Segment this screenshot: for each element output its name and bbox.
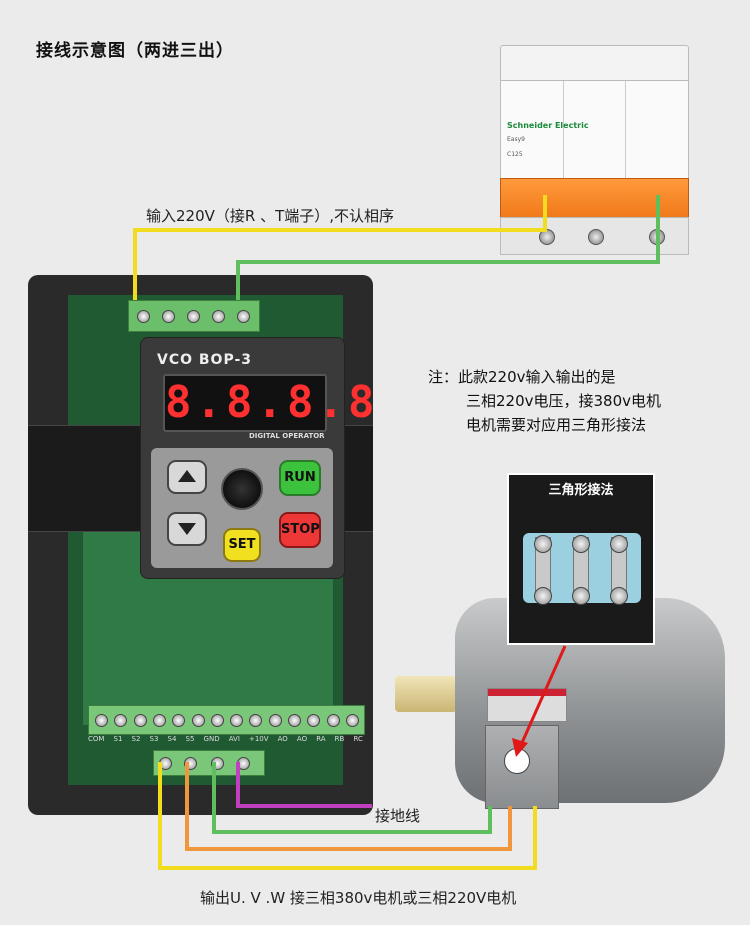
input-wire-yellow [133,195,547,300]
ground-label: 接地线 [375,807,421,825]
terminal-label: RC [353,735,363,743]
inset-post-icon [610,535,628,553]
inset-post-icon [572,535,590,553]
delta-connection-inset: 三角形接法 [507,473,655,645]
terminal-screw-icon [114,714,128,727]
terminal-screw-icon [152,714,166,727]
terminal-screw-icon [172,714,186,727]
terminal-screw-icon [307,714,321,727]
ground-wire-magenta [236,762,372,808]
terminal-label: RA [316,735,326,743]
set-button[interactable]: SET [223,528,261,562]
output-wire-green [212,762,492,834]
terminal-label: S2 [131,735,141,743]
terminal-screw-icon [212,310,225,323]
inset-post-icon [610,587,628,605]
down-button[interactable] [167,512,207,546]
up-button[interactable] [167,460,207,494]
output-wire-orange [185,762,512,851]
terminal-screw-icon [191,714,205,727]
operator-panel: VCO BOP-3 8.8.8.8 DIGITAL OPERATOR RUN S… [140,337,374,579]
input-terminal-block [128,300,260,332]
input-label: 输入220V（接R 、T端子）,不认相序 [146,207,395,225]
keypad: RUN STOP SET [151,448,333,568]
terminal-screw-icon [345,714,359,727]
inset-post-icon [534,587,552,605]
potentiometer-knob[interactable] [221,468,263,510]
terminal-label: COM [88,735,105,743]
terminal-screw-icon [249,714,263,727]
arrow-up-icon [178,470,196,482]
motor-shaft [395,676,457,712]
note: 注：此款220v输入输出的是 三相220v电压，接380v电机 电机需要对应用三… [428,365,661,437]
input-wire-green [236,195,660,300]
inset-post-icon [572,587,590,605]
terminal-screw-icon [137,310,150,323]
terminal-screw-icon [210,714,224,727]
terminal-screw-icon [268,714,282,727]
terminal-label: S3 [149,735,159,743]
diagram-title: 接线示意图（两进三出） [36,41,234,61]
terminal-label: GND [203,735,220,743]
output-terminal-block [153,750,265,776]
inset-post-icon [534,535,552,553]
terminal-label: S5 [185,735,195,743]
stop-button[interactable]: STOP [279,512,321,548]
terminal-label: +10V [248,735,269,743]
output-label: 输出U. V .W 接三相380v电机或三相220V电机 [200,889,517,907]
control-terminal-block [88,705,365,735]
terminal-screw-icon [133,714,147,727]
terminal-screw-icon [288,714,301,727]
terminal-label: S1 [113,735,123,743]
inset-arrow-head [512,738,528,757]
note-line-3: 电机需要对应用三角形接法 [466,416,647,434]
terminal-screw-icon [237,310,250,323]
motor-nameplate [487,688,567,722]
terminal-screw-icon [162,310,175,323]
terminal-screw-icon [230,714,244,727]
run-button[interactable]: RUN [279,460,321,496]
panel-model: VCO BOP-3 [157,352,253,368]
breaker-screw-icon [588,229,604,245]
panel-subtitle: DIGITAL OPERATOR [249,432,325,440]
note-line-1: 注：此款220v输入输出的是 [428,368,616,386]
terminal-label: S4 [167,735,177,743]
breaker-model: Easy9 [507,136,525,143]
breaker-brand: Schneider Electric [507,121,589,130]
control-terminal-labels: COM S1 S2 S3 S4 S5 GND AVI +10V AO AO RA RB RC [88,735,363,749]
inset-title: 三角形接法 [548,483,614,498]
terminal-screw-icon [326,714,340,727]
terminal-screw-icon [95,714,108,727]
note-line-2: 三相220v电压，接380v电机 [466,392,662,410]
output-wire-yellow [158,762,537,870]
terminal-label: AVI [228,735,240,743]
terminal-screw-icon [187,310,200,323]
terminal-label: AO [277,735,288,743]
breaker-rating: C125 [507,151,523,158]
circuit-breaker: Schneider Electric Easy9 C125 [500,45,689,255]
arrow-down-icon [178,523,196,535]
inset-arrow-line [519,645,567,746]
terminal-label: AO [296,735,308,743]
terminal-label: RB [334,735,345,743]
breaker-body: Schneider Electric Easy9 C125 [500,80,689,182]
